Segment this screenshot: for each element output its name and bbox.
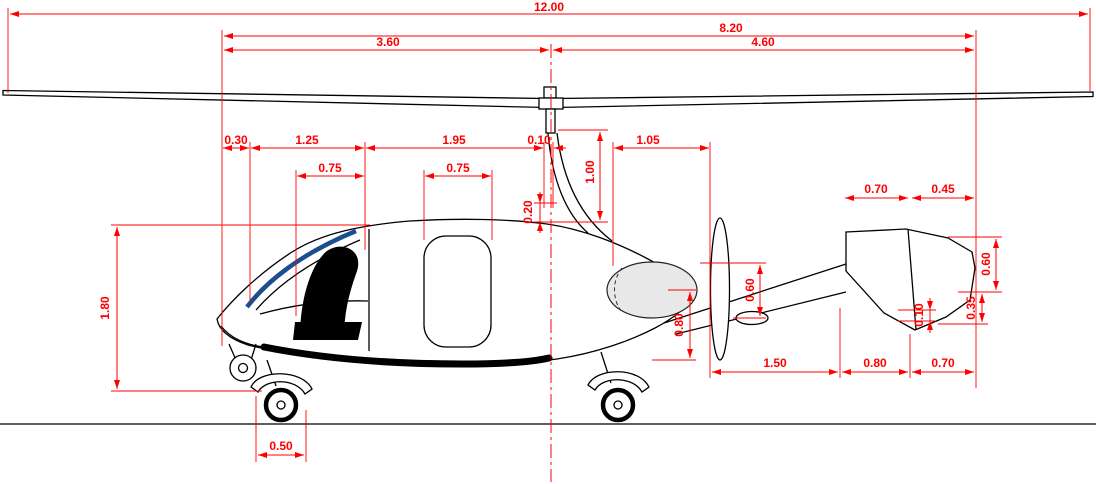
pilot-seat [300,246,359,338]
dim-rudder-chord: 0.70 [912,356,974,375]
propeller-blade [709,217,731,361]
dim-label-fin-upper-height: 0.60 [979,252,993,276]
spinner-hidden-edge [614,267,623,313]
dim-mast-height: 1.00 [583,132,603,220]
dim-fin-top-aft: 0.45 [912,182,974,201]
dim-label-boom-length: 1.50 [763,356,787,370]
dim-door-length: 0.75 [425,161,491,179]
dim-label-fin-top-fwd: 0.70 [864,182,888,196]
dim-label-door-length: 0.75 [446,161,470,175]
dim-nose-length: 0.30 [223,133,249,151]
dim-thrust-height: 0.80 [672,292,693,358]
dim-label-cabin-height: 1.80 [98,296,112,320]
dim-fin-top-fwd: 0.70 [845,182,908,201]
dim-label-canopy-step: 0.20 [521,200,535,224]
aircraft-drawing [0,86,1096,425]
rudder-hinge-line [907,228,917,331]
dim-fin-lower-height: 0.35 [964,294,985,322]
dim-label-cabin-length: 1.95 [442,133,466,147]
dim-spinner-height: 0.60 [743,265,763,316]
dim-label-spinner-height: 0.60 [743,278,757,302]
dim-label-thrust-height: 0.80 [672,313,686,337]
propeller-spinner [606,261,698,319]
dim-label-nose-length: 0.30 [224,133,248,147]
rotor-blade-left [2,89,548,109]
dim-engine-bay-length: 1.05 [614,133,709,151]
seat-base [293,322,362,340]
dimension-annotations: 12.00 8.20 3.60 4.60 0.30 1.25 1.95 [7,0,1091,482]
dim-canopy-step: 0.20 [521,192,543,233]
dim-cabin-length: 1.95 [366,133,543,151]
rotor-mast [547,132,613,242]
dim-label-mast-height: 1.00 [583,160,597,184]
dim-front-seat-length: 0.75 [297,161,364,179]
dim-fin-upper-height: 0.60 [979,239,999,290]
tail-fin [845,228,976,331]
dim-label-fin-chord: 0.80 [863,356,887,370]
dim-label-front-seat-length: 0.75 [318,161,342,175]
dim-label-front-wheel: 0.50 [269,439,293,453]
nose-keel [220,325,265,348]
dim-label-engine-bay-length: 1.05 [636,133,660,147]
dim-cockpit-length: 1.25 [251,133,364,151]
dim-span-aft: 4.60 [553,35,974,53]
dim-label-fin-lower-height: 0.35 [964,296,978,320]
dim-cabin-height: 1.80 [98,227,120,389]
windshield-frame [245,228,357,309]
floor-keel [260,343,553,368]
dim-label-rudder-chord: 0.70 [931,356,955,370]
dim-label-rotor-span: 12.00 [534,0,564,14]
dim-fin-step: 0.10 [912,298,933,333]
dim-label-fin-step: 0.10 [912,303,926,327]
dim-fin-chord: 0.80 [842,356,908,375]
dim-label-mast-gap: 0.10 [527,133,551,147]
dim-label-fin-top-aft: 0.45 [931,182,955,196]
dim-mast-gap: 0.10 [527,133,566,151]
front-main-wheel [250,359,313,423]
dim-label-span-fwd: 3.60 [376,35,400,49]
dim-span-fwd: 3.60 [224,35,549,53]
nose-wheel [228,343,257,382]
dim-label-span-aft: 4.60 [751,35,775,49]
dim-label-span-aft-total: 8.20 [719,21,743,35]
cabin-door [423,235,492,348]
dim-span-aft-total: 8.20 [224,21,974,39]
dim-label-cockpit-length: 1.25 [295,133,319,147]
dim-rotor-span: 12.00 [10,0,1088,17]
rear-main-wheel [587,351,650,423]
dim-front-wheel: 0.50 [258,439,304,458]
extension-lines [7,8,1091,462]
dim-boom-length: 1.50 [712,356,838,375]
rotor-blade-right [556,91,1094,109]
